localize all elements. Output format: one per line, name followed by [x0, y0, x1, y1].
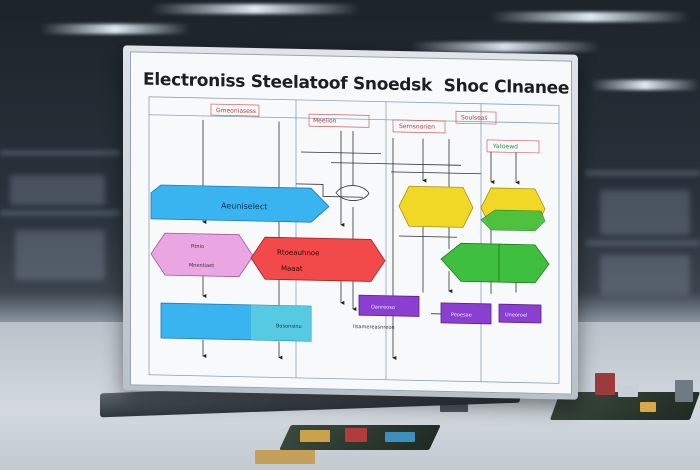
component: [640, 402, 656, 412]
ceiling-light: [40, 24, 190, 34]
connector-line: [399, 235, 457, 238]
ceiling-light: [150, 4, 360, 14]
lab-equipment: [10, 175, 105, 205]
component: [385, 432, 415, 442]
lab-equipment: [15, 230, 105, 280]
lab-equipment: [600, 255, 690, 295]
connector-line: [301, 151, 381, 155]
lane-header: Meeiion: [313, 117, 337, 124]
lab-shelf: [585, 170, 700, 176]
header-box: [392, 119, 446, 134]
component: [595, 373, 615, 395]
lab-equipment: [600, 190, 690, 235]
purple-caption: Ilsamereasnreon: [353, 324, 395, 331]
process-box-purple: [358, 294, 420, 317]
process-arrow-green: [440, 242, 502, 283]
purple-left-label: Oanreoso: [371, 304, 395, 311]
process-arrow-green: [498, 243, 550, 284]
component: [618, 385, 638, 397]
ceiling-light: [590, 80, 700, 90]
process-box-purple: [440, 302, 492, 325]
lane-header: Soulseas: [461, 114, 488, 122]
blue-bar-label: Bosonsinu: [276, 323, 302, 330]
component: [440, 402, 468, 412]
header-box: [210, 103, 260, 117]
connector-line: [296, 183, 363, 198]
purple-mid-label: Peoesae: [451, 312, 472, 318]
flow-diagram: Gmeoniasess Meeiion Sernsnorien Soulseas…: [148, 96, 560, 384]
process-hexagon-green: [480, 209, 546, 232]
process-hexagon-red: [250, 236, 386, 282]
screen: Electroniss Steelatoof Snoedsk Shoc Clna…: [130, 51, 572, 395]
lab-shelf: [0, 210, 120, 216]
component: [300, 430, 330, 442]
process-bar-blue-light: [251, 304, 311, 342]
lane-frame: [148, 96, 560, 384]
ceiling-light: [410, 42, 600, 52]
decision-node: [335, 185, 370, 201]
ceiling-light: [490, 12, 690, 22]
component: [675, 380, 693, 402]
lab-shelf: [0, 150, 120, 156]
component: [255, 450, 315, 464]
component: [345, 428, 367, 442]
lab-shelf: [585, 240, 700, 246]
lane-header: Gmeoniasess: [216, 107, 256, 115]
connectors: [202, 119, 520, 360]
header-box: [308, 113, 370, 128]
red-label-top: Rtoeauhnoe: [277, 248, 319, 257]
connector-line: [391, 171, 481, 175]
pink-label-bottom: Mnentiaet: [189, 263, 214, 270]
header-box: [455, 110, 497, 125]
monitor: Electroniss Steelatoof Snoedsk Shoc Clna…: [123, 45, 578, 400]
header-box: [486, 139, 540, 154]
process-hexagon-pink: [150, 232, 254, 278]
connector-line: [331, 162, 461, 166]
purple-right-label: Uneoroel: [505, 312, 527, 318]
process-arrow-blue: [150, 184, 330, 223]
process-arrow-label: Aeuniselect: [221, 201, 267, 211]
lane-header: Sernsnorien: [399, 123, 435, 131]
process-box-purple: [498, 303, 542, 324]
header-boxes: [210, 103, 540, 154]
pink-label-top: Rtnio: [191, 244, 204, 250]
red-label-bottom: Maaat: [281, 265, 303, 273]
process-hexagon-yellow: [398, 185, 474, 228]
lane-divider: [149, 114, 559, 124]
lane-header: Yatoewd: [492, 143, 518, 151]
